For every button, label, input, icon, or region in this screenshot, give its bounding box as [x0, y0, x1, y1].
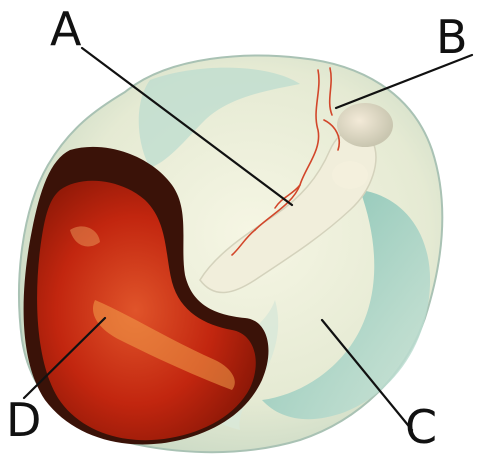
callout-label-b: B — [436, 14, 468, 60]
knob-highlight — [332, 161, 368, 189]
callout-label-d: D — [6, 397, 41, 443]
callout-label-c: C — [405, 404, 437, 450]
knob-structure — [337, 103, 393, 147]
callout-label-a: A — [50, 6, 81, 52]
